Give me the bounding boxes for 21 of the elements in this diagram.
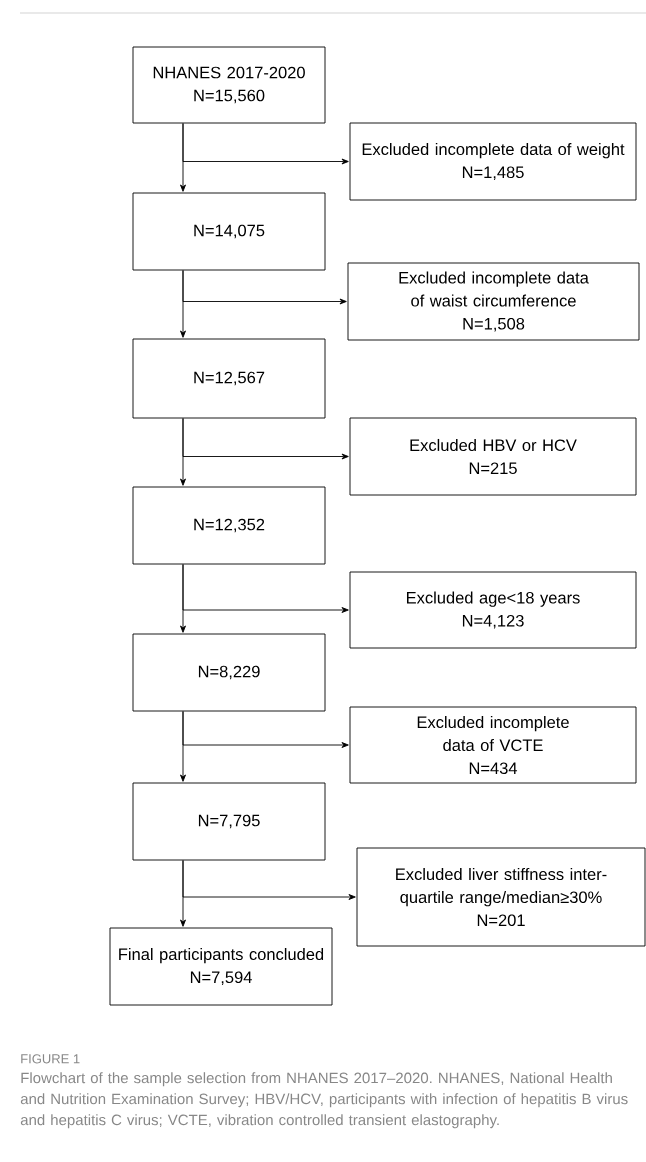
exclusion-box: Excluded liver stiffness inter-quartile range/median≥30% N=201 <box>356 847 646 947</box>
exclusion-box: Excluded age<18 years N=4,123 <box>349 571 637 649</box>
flow-box: N=14,075 <box>132 192 326 271</box>
arrow <box>182 270 347 305</box>
arrow <box>182 418 349 460</box>
arrow <box>182 564 349 613</box>
flow-box: NHANES 2017-2020 N=15,560 <box>132 46 326 124</box>
caption: Flowchart of the sample selection from NHANES 2017–2020. NHANES, National Health and Nutrition Examination Survey; HBV/HCV, participants with infection of hepatitis B virus and hepatitis C virus; VCTE, vibration controlled transient elastography. <box>20 1072 628 1129</box>
flow-box: N=12,352 <box>132 486 326 565</box>
flow-box: Final participants concluded N=7,594 <box>109 927 333 1006</box>
flow-box: N=7,795 <box>132 782 326 861</box>
arrow <box>182 123 349 165</box>
exclusion-box: Excluded incomplete data of VCTE N=434 <box>349 706 637 784</box>
flow-box: N=8,229 <box>132 633 326 712</box>
figure-label: FIGURE 1 <box>21 1054 80 1064</box>
exclusion-box: Excluded incomplete data of waist circumference N=1,508 <box>347 262 640 341</box>
exclusion-box: Excluded HBV or HCV N=215 <box>349 417 637 496</box>
arrow <box>182 860 356 900</box>
flow-box: N=12,567 <box>132 338 326 419</box>
exclusion-box: Excluded incomplete data of weight N=1,485 <box>349 122 637 201</box>
arrow <box>182 711 349 748</box>
